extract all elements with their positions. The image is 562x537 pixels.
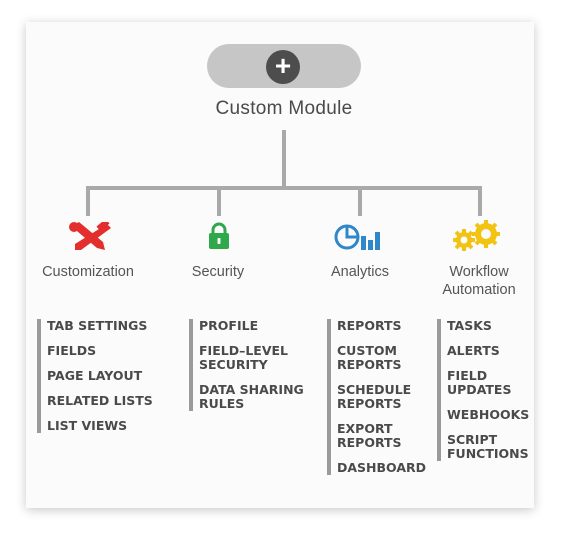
list-item: DASHBOARD [337, 460, 427, 475]
list-item: SCHEDULE REPORTS [337, 382, 412, 411]
list-item: LIST VIEWS [47, 418, 128, 433]
category-label-analytics: Analytics [330, 264, 390, 280]
security-list: PROFILE FIELD–LEVEL SECURITY DATA SHARIN… [189, 319, 314, 411]
list-item: CUSTOM REPORTS [337, 343, 402, 372]
category-label-security: Security [191, 264, 245, 280]
category-label-workflow: Workflow Automation [442, 264, 516, 298]
list-item: FIELD–LEVEL SECURITY [199, 343, 289, 372]
category-label-customization: Customization [42, 264, 134, 280]
customization-list: TAB SETTINGS FIELDS PAGE LAYOUT RELATED … [37, 319, 177, 433]
module-title: Custom Module [215, 98, 353, 119]
list-item: FIELDS [47, 343, 97, 358]
list-item: PROFILE [199, 318, 259, 333]
list-item: ALERTS [447, 343, 500, 358]
list-item: TASKS [447, 318, 492, 333]
list-item: SCRIPT FUNCTIONS [447, 432, 529, 461]
list-item: DATA SHARING RULES [199, 382, 304, 411]
list-item: PAGE LAYOUT [47, 368, 143, 383]
list-item: EXPORT REPORTS [337, 421, 402, 450]
lock-icon [209, 222, 229, 249]
gears-icon [453, 220, 500, 251]
diagram-card [26, 22, 534, 508]
chart-icon [334, 224, 380, 250]
plus-icon[interactable]: + [266, 50, 300, 84]
analytics-list: REPORTS CUSTOM REPORTS SCHEDULE REPORTS … [327, 319, 432, 475]
tools-icon [69, 222, 111, 250]
list-item: TAB SETTINGS [47, 318, 148, 333]
workflow-list: TASKS ALERTS FIELD UPDATES WEBHOOKS SCRI… [437, 319, 532, 461]
list-item: RELATED LISTS [47, 393, 153, 408]
list-item: WEBHOOKS [447, 407, 530, 422]
list-item: FIELD UPDATES [447, 368, 512, 397]
list-item: REPORTS [337, 318, 402, 333]
